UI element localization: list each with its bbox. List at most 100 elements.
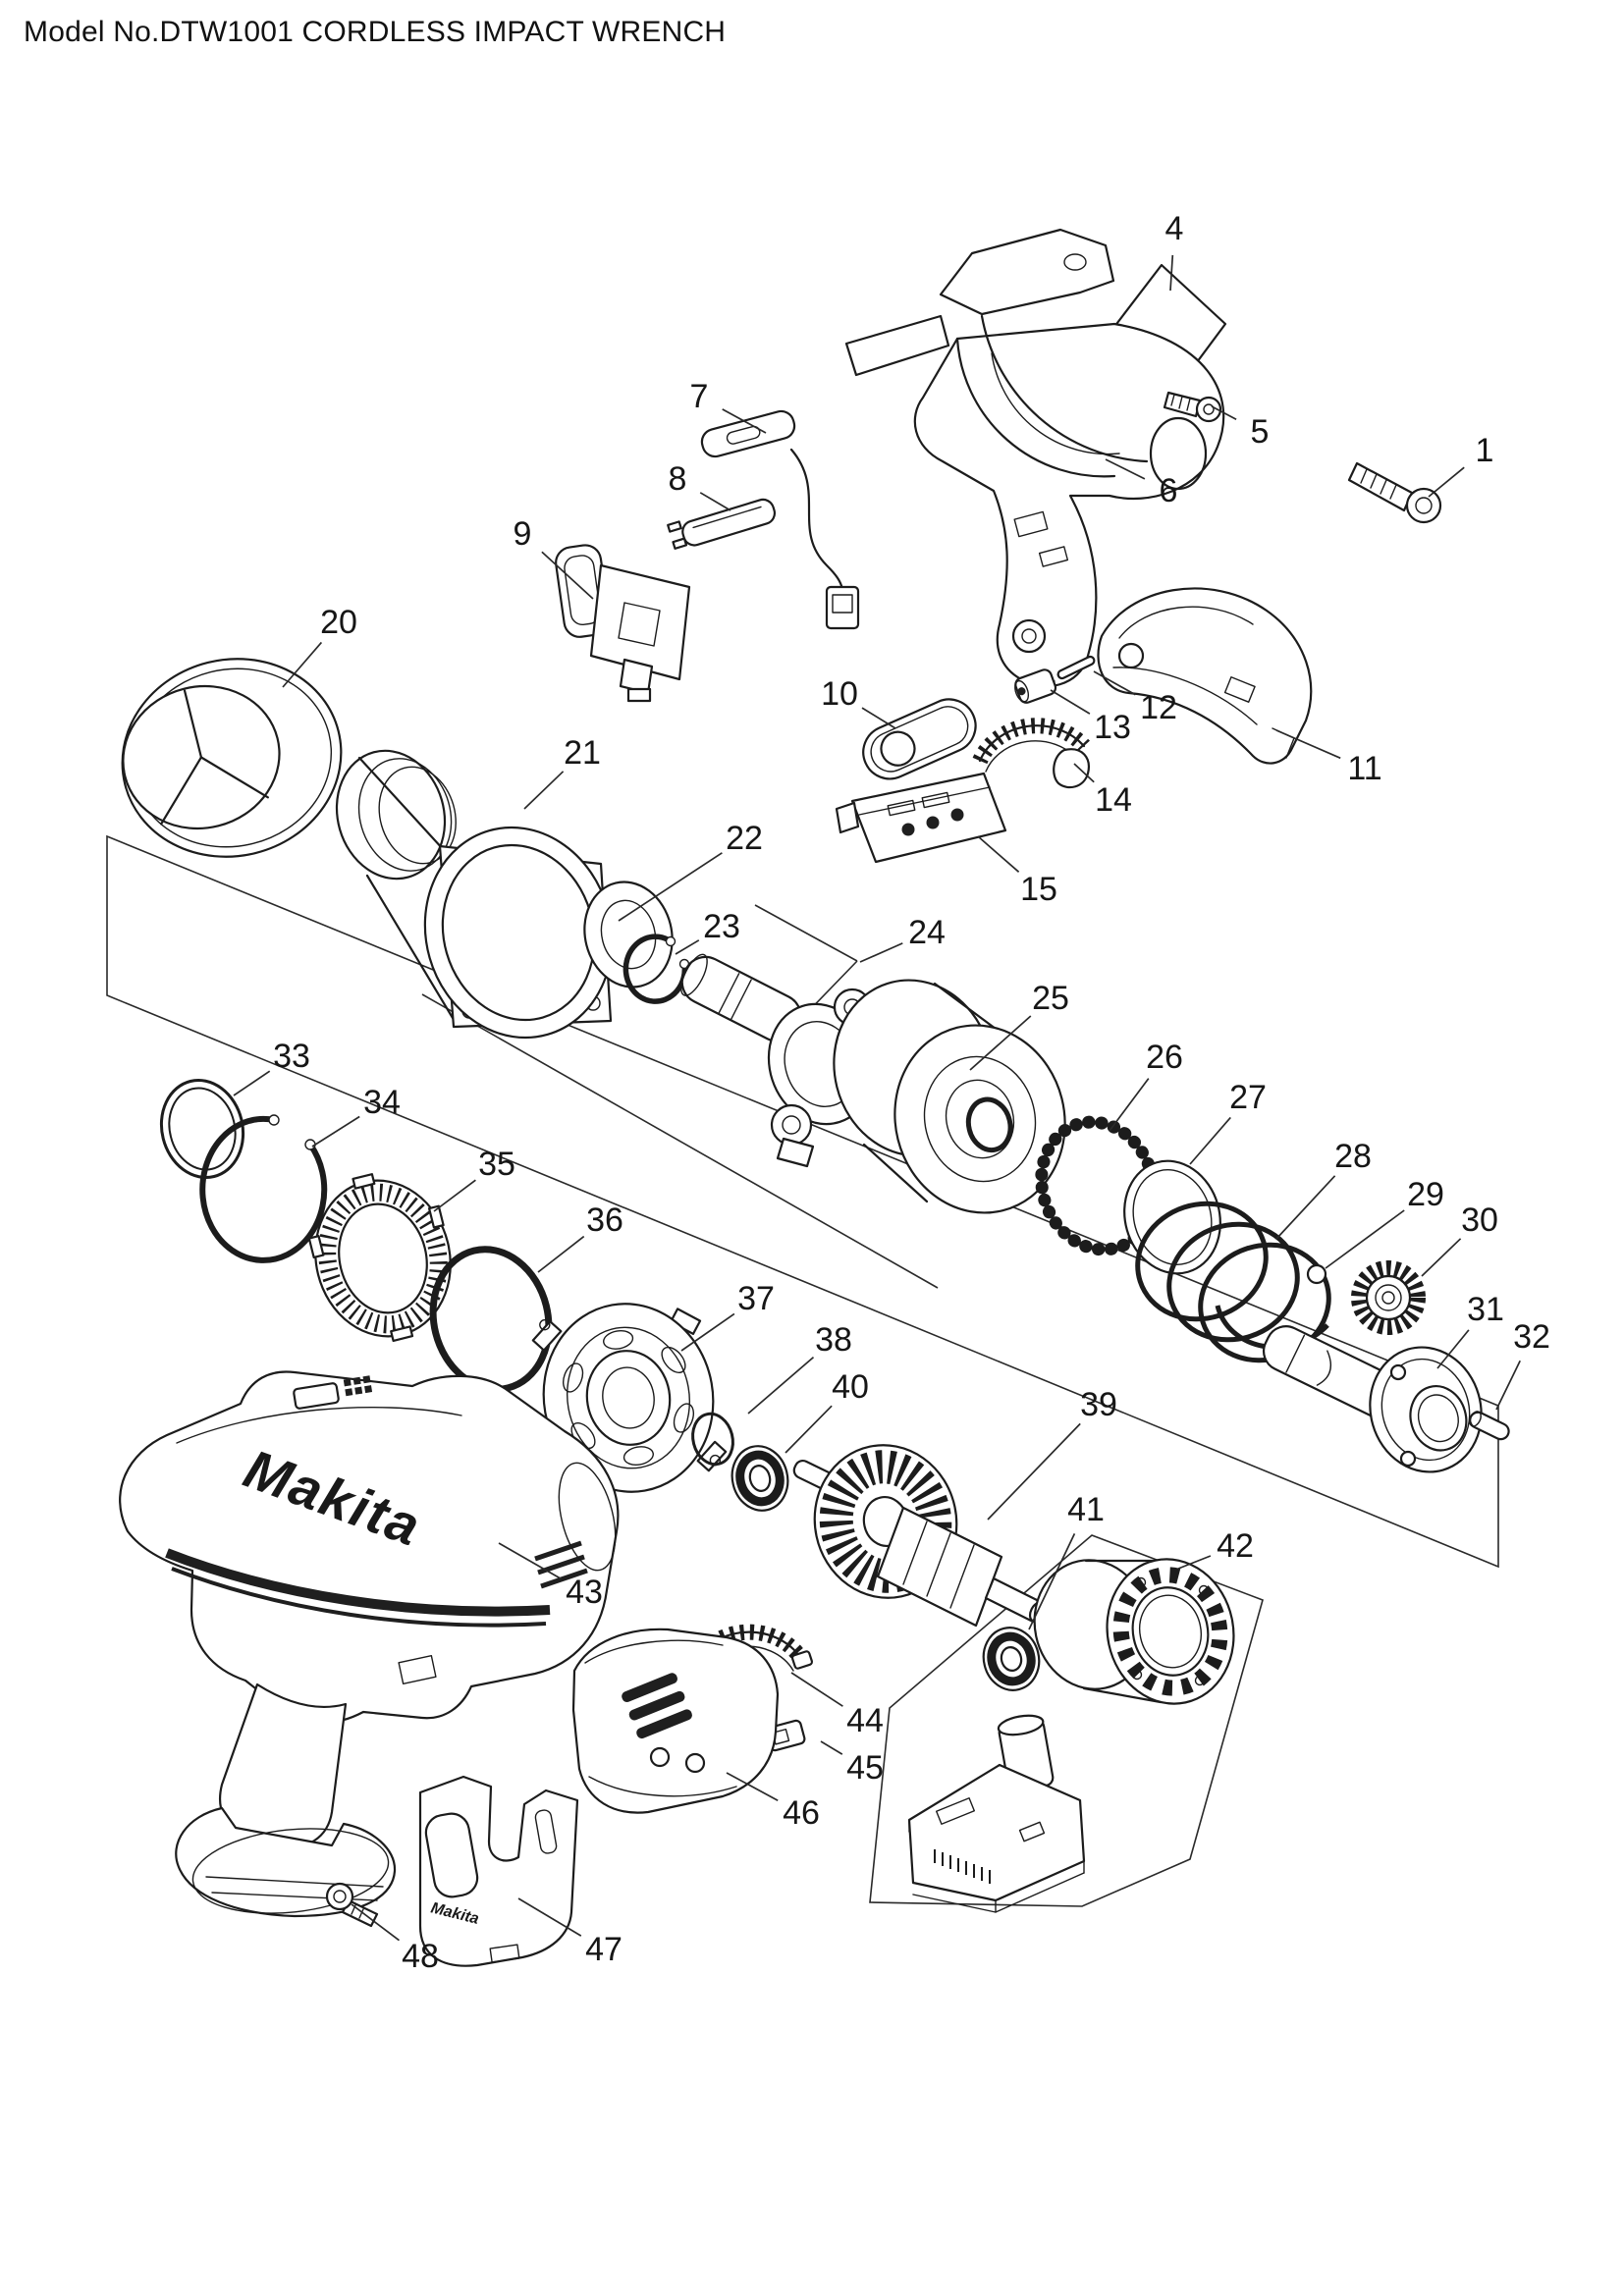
- part-number-label-7: 7: [690, 378, 709, 415]
- part-number-label-39: 39: [1080, 1386, 1117, 1423]
- part-6-housing-set: [844, 228, 1225, 688]
- part-number-label-24: 24: [908, 914, 946, 951]
- leader-line-part-7: [722, 408, 767, 434]
- leader-line-part-34: [311, 1115, 360, 1148]
- part-25-hammer: [833, 979, 1066, 1214]
- part-number-label-33: 33: [273, 1038, 310, 1075]
- leader-line-part-33: [233, 1070, 271, 1096]
- part-number-label-23: 23: [703, 908, 740, 945]
- leader-line-part-12: [1093, 670, 1136, 696]
- part-number-label-22: 22: [726, 820, 763, 857]
- part-number-label-30: 30: [1461, 1201, 1498, 1239]
- leader-line-part-20: [282, 641, 323, 688]
- part-number-label-43: 43: [566, 1574, 603, 1611]
- part-number-label-47: 47: [585, 1931, 623, 1968]
- leader-line-part-6: [1105, 458, 1146, 480]
- leader-line-part-14: [1073, 763, 1095, 783]
- leader-line-part-45: [820, 1740, 843, 1755]
- leader-line-part-11: [1275, 729, 1341, 760]
- part-number-label-28: 28: [1334, 1138, 1372, 1175]
- part-31-spindle: [1263, 1325, 1483, 1473]
- motor-assembly-boundary: [869, 1534, 1264, 1907]
- leader-line-part-47: [517, 1897, 582, 1937]
- part-39-rotor: [792, 1444, 1046, 1628]
- part-5-tapping-screw: [1163, 391, 1222, 423]
- part-number-label-37: 37: [737, 1280, 775, 1317]
- part-46-front-cover: [571, 1628, 780, 1814]
- part-number-label-31: 31: [1467, 1291, 1504, 1328]
- part-number-label-46: 46: [783, 1794, 820, 1832]
- part-23-retaining-ring: [623, 934, 690, 1004]
- part-40-ball-bearing: [731, 1445, 789, 1512]
- part-8-slide-button: [667, 498, 777, 550]
- part-number-label-36: 36: [586, 1201, 623, 1239]
- leader-line-part-30: [1421, 1238, 1462, 1277]
- part-22-washer: [583, 881, 674, 988]
- part-number-label-11: 11: [1347, 750, 1381, 787]
- part-41-ball-bearing: [982, 1627, 1041, 1691]
- part-7-lever-wire-unit: [700, 409, 860, 630]
- part-number-label-6: 6: [1160, 472, 1178, 509]
- part-14-toothed-cushion: [972, 718, 1090, 789]
- leader-line-part-40: [785, 1405, 833, 1454]
- part-number-label-42: 42: [1217, 1527, 1254, 1565]
- part-number-label-20: 20: [320, 604, 357, 641]
- leader-line-part-44: [790, 1672, 843, 1707]
- part-number-label-32: 32: [1513, 1318, 1550, 1356]
- part-number-label-15: 15: [1020, 871, 1057, 908]
- leader-line-part-43: [498, 1542, 563, 1580]
- leader-line-part-28: [1275, 1175, 1336, 1240]
- part-34-c-ring: [199, 1114, 328, 1263]
- part-15-terminal-block: [835, 772, 1007, 864]
- leader-line-part-26: [1109, 1078, 1150, 1132]
- leader-line-part-37: [680, 1312, 735, 1352]
- leader-line-part-38: [747, 1356, 815, 1415]
- part-47-hook-bracket: Makita: [418, 1775, 579, 1967]
- part-number-label-29: 29: [1407, 1176, 1444, 1213]
- leader-line-part-25: [969, 1015, 1032, 1071]
- part-number-label-8: 8: [669, 460, 687, 498]
- part-number-label-48: 48: [402, 1938, 439, 1975]
- leader-line-part-39: [987, 1422, 1081, 1521]
- part-number-label-45: 45: [846, 1749, 884, 1787]
- part-32-pin: [1469, 1411, 1510, 1441]
- part-number-label-12: 12: [1140, 689, 1177, 726]
- part-number-label-10: 10: [821, 675, 858, 713]
- part-number-label-40: 40: [832, 1368, 869, 1406]
- leader-line-part-41: [1028, 1533, 1076, 1630]
- part-33-ring: [159, 1078, 245, 1180]
- part-number-label-44: 44: [846, 1702, 884, 1739]
- leader-line-part-29: [1325, 1209, 1405, 1269]
- leader-line-part-8: [699, 492, 731, 511]
- part-48-screw: [325, 1882, 379, 1928]
- page-title: Model No.DTW1001 CORDLESS IMPACT WRENCH: [24, 16, 727, 48]
- part-number-label-34: 34: [363, 1084, 401, 1121]
- part-number-label-13: 13: [1094, 709, 1131, 746]
- leader-line-part-1: [1428, 466, 1465, 498]
- part-number-label-26: 26: [1146, 1039, 1183, 1076]
- leader-line-part-4: [1169, 254, 1174, 292]
- leader-line-part-21: [523, 771, 565, 810]
- part-10-switch-cap: [862, 698, 977, 780]
- leader-line-part-36: [537, 1235, 585, 1273]
- leader-line-part-23: [675, 939, 700, 955]
- gear-assembly-boundary: [106, 834, 1499, 1569]
- part-number-label-21: 21: [564, 734, 601, 772]
- part-20-bumper: [121, 658, 343, 858]
- part-number-label-25: 25: [1032, 980, 1069, 1017]
- part-number-label-9: 9: [514, 515, 532, 553]
- leader-line-part-13: [1050, 689, 1091, 715]
- part-29-steel-ball: [1306, 1263, 1327, 1285]
- part-38-o-ring-small: [691, 1412, 734, 1467]
- part-43-motor-housing: Makita: [119, 1370, 620, 1918]
- part-30-gear: [1351, 1260, 1426, 1335]
- leader-line-part-15: [977, 835, 1020, 873]
- leader-line-part-31: [1436, 1329, 1470, 1369]
- leader-line-part-48: [351, 1903, 401, 1942]
- leader-line-part-32: [1495, 1360, 1521, 1411]
- part-36-o-ring: [429, 1246, 553, 1393]
- part-number-label-1: 1: [1476, 432, 1494, 469]
- part-42-stator: [1033, 1558, 1235, 1705]
